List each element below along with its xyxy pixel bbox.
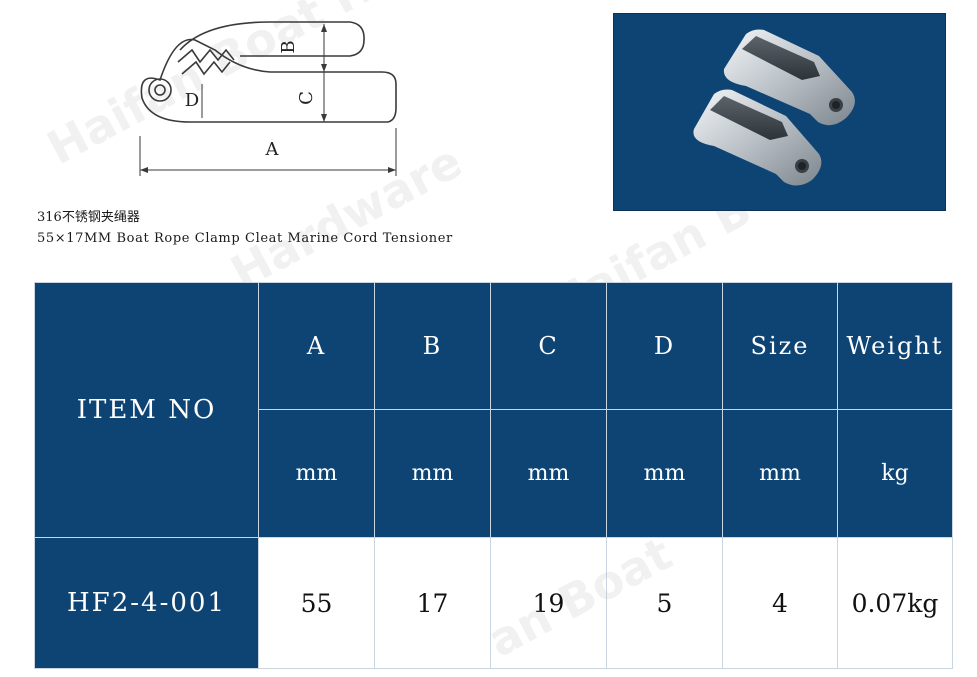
table-unit-row: mm mm mm mm mm kg <box>35 409 953 538</box>
unit-d: mm <box>606 409 723 538</box>
product-caption-english: 55×17MM Boat Rope Clamp Cleat Marine Cor… <box>37 231 453 246</box>
table-header-row: ITEM NO A B C D Size Weight <box>34 282 953 538</box>
value-d: 5 <box>606 537 723 669</box>
column-header-weight: Weight <box>837 282 953 410</box>
column-header-a: A <box>258 282 375 410</box>
unit-c: mm <box>490 409 607 538</box>
column-header-c: C <box>490 282 607 410</box>
cleat-front <box>693 89 822 186</box>
cleat-back <box>723 29 855 126</box>
product-photo <box>613 13 946 211</box>
column-header-size: Size <box>722 282 838 410</box>
dimension-label-c: C <box>296 91 317 105</box>
item-no-header: ITEM NO <box>34 282 259 538</box>
value-weight: 0.07kg <box>837 537 953 669</box>
unit-size: mm <box>722 409 838 538</box>
value-c: 19 <box>490 537 607 669</box>
item-no-value: HF2-4-001 <box>34 537 259 669</box>
specification-table: ITEM NO A B C D Size Weight mm mm mm mm … <box>34 282 953 669</box>
dimension-label-a: A <box>265 139 280 160</box>
unit-b: mm <box>374 409 491 538</box>
product-caption-chinese: 316不锈钢夹绳器 <box>37 210 140 225</box>
table-row: HF2-4-001 55 17 19 5 4 0.07kg <box>34 537 953 669</box>
unit-a: mm <box>258 409 375 538</box>
column-header-d: D <box>606 282 723 410</box>
value-size: 4 <box>722 537 838 669</box>
column-header-b: B <box>374 282 491 410</box>
value-a: 55 <box>258 537 375 669</box>
dimension-label-b: B <box>278 40 299 53</box>
cleat-dimension-drawing: A B C D <box>139 21 397 176</box>
dimension-label-d: D <box>185 90 199 111</box>
unit-weight: kg <box>837 409 953 538</box>
value-b: 17 <box>374 537 491 669</box>
cleat-photo-illustration <box>693 29 855 186</box>
